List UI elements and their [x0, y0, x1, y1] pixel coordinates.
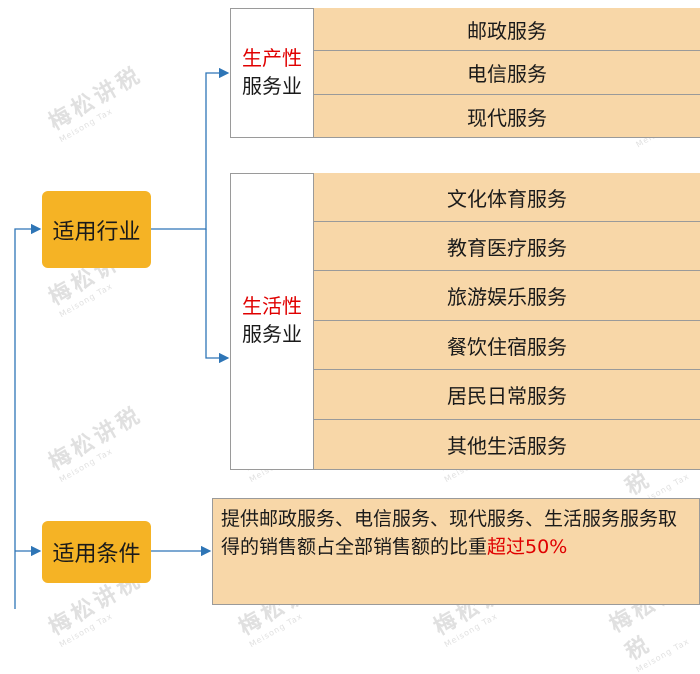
- lifestyle-item: 旅游娱乐服务: [313, 271, 700, 321]
- condition-node: 适用条件: [42, 521, 151, 583]
- industry-node-label: 适用行业: [52, 219, 141, 245]
- condition-node-label: 适用条件: [52, 542, 141, 567]
- condition-text: 提供邮政服务、电信服务、现代服务、生活服务服务取得的销售额占全部销售额的比重: [221, 508, 678, 558]
- connector-lines: [14, 67, 230, 609]
- lifestyle-label-black: 服务业: [242, 322, 302, 346]
- industry-branch-line: [151, 67, 230, 230]
- productive-item: 邮政服务: [313, 8, 700, 51]
- lifestyle-item: 其他生活服务: [313, 420, 700, 470]
- condition-box: 提供邮政服务、电信服务、现代服务、生活服务服务取得的销售额占全部销售额的比重超过…: [212, 498, 700, 605]
- productive-label: 生产性 服务业: [232, 44, 312, 100]
- trunk-line: [14, 223, 42, 609]
- industry-node: 适用行业: [42, 191, 151, 268]
- productive-label-red: 生产性: [242, 46, 302, 70]
- productive-item: 电信服务: [313, 51, 700, 95]
- lifestyle-item: 文化体育服务: [313, 173, 700, 222]
- lifestyle-item: 居民日常服务: [313, 370, 700, 420]
- lifestyle-label-red: 生活性: [242, 294, 302, 318]
- condition-highlight: 超过50%: [487, 536, 568, 558]
- productive-label-black: 服务业: [242, 74, 302, 98]
- industry-to-lifestyle-line: [205, 229, 230, 364]
- productive-item: 现代服务: [313, 95, 700, 138]
- lifestyle-item: 教育医疗服务: [313, 222, 700, 271]
- lifestyle-item: 餐饮住宿服务: [313, 321, 700, 370]
- lifestyle-label: 生活性 服务业: [232, 292, 312, 348]
